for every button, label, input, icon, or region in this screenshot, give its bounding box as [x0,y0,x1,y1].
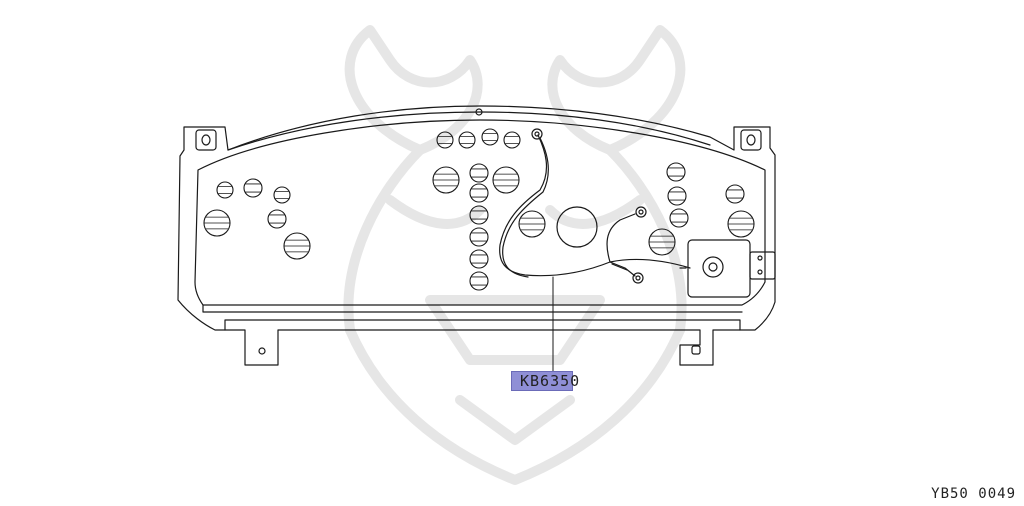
bulb-socket [469,271,489,291]
bulb-socket [648,228,676,256]
bulb-socket [458,131,476,149]
wire-harness [499,128,691,284]
bulb-socket [203,209,231,237]
callout-highlight [511,371,573,391]
instrument-cluster-housing [177,105,776,366]
center-mount-hole [556,206,598,248]
bulb-socket [243,178,263,198]
mounting-hole-bottom-right [691,345,701,355]
bulb-socket [669,208,689,228]
bulb-socket [666,162,686,182]
bulb-socket [267,209,287,229]
bulb-socket [469,227,489,247]
mounting-hole-bottom-left [258,347,266,355]
mounting-ear-top-left [195,129,217,151]
diagram-id-label: YB50 0049 [931,486,1016,502]
bulb-socket [518,210,546,238]
bulb-socket [273,186,291,204]
samurai-helmet-watermark-icon [343,25,687,485]
part-number-callout[interactable]: KB6350 [511,371,580,391]
bulb-socket [469,249,489,269]
bulb-socket [432,166,460,194]
bulb-socket [492,166,520,194]
bulb-socket [283,232,311,260]
bulb-sockets [203,128,755,291]
bulb-socket [727,210,755,238]
bulb-socket [725,184,745,204]
bulb-socket [469,205,489,225]
bulb-socket [667,186,687,206]
bulb-socket [436,131,454,149]
part-number-label[interactable]: KB6350 [520,372,581,390]
connector-module [679,239,776,298]
mounting-ear-top-right [740,129,762,151]
bulb-socket [469,183,489,203]
bulb-socket [503,131,521,149]
bulb-socket [469,163,489,183]
bulb-socket [481,128,499,146]
bulb-socket [216,181,234,199]
